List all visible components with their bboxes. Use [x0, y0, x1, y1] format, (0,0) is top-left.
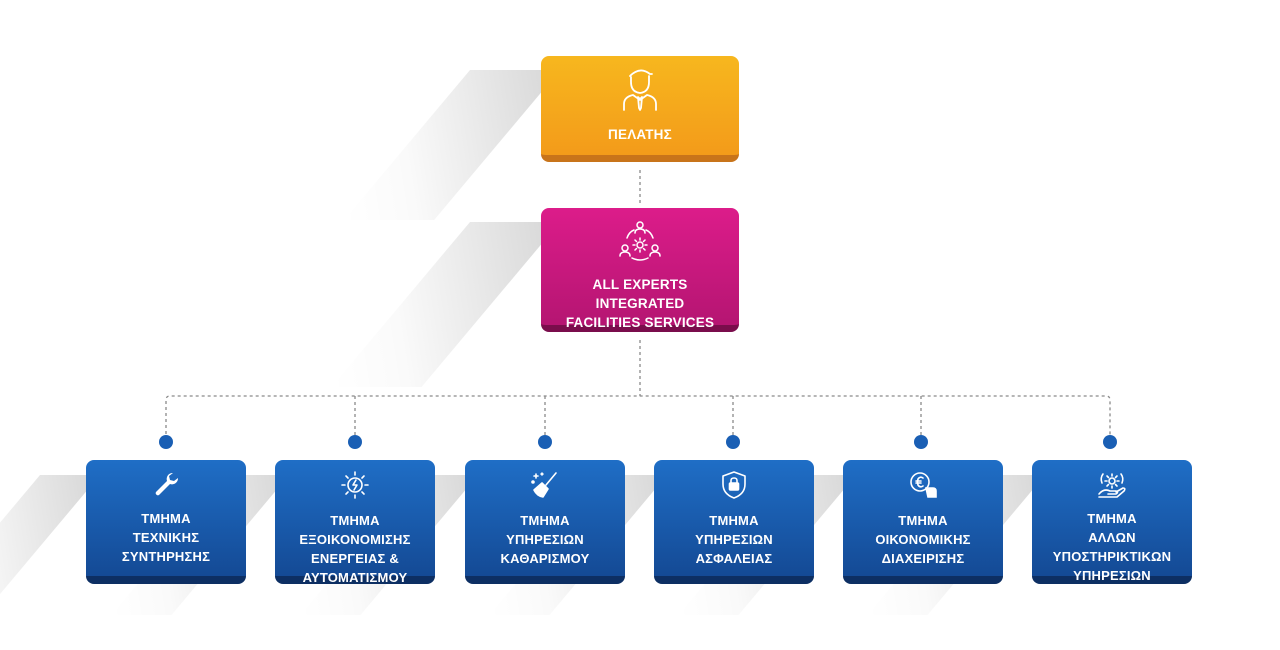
connector-dot [914, 435, 928, 449]
solar-bolt-icon [340, 470, 370, 505]
company-box: ALL EXPERTS INTEGRATED FACILITIES SERVIC… [541, 208, 739, 332]
euro-hand-icon [907, 470, 939, 505]
department-security-services: ΤΜΗΜΑ ΥΠΗΡΕΣΙΩΝ ΑΣΦΑΛΕΙΑΣ [654, 460, 814, 584]
connector-dot [726, 435, 740, 449]
hand-gear-icon [1096, 470, 1128, 503]
client-box: ΠΕΛΑΤΗΣ [541, 56, 739, 162]
department-other-support-services: ΤΜΗΜΑ ΑΛΛΩΝ ΥΠΟΣΤΗΡΙΚΤΙΚΩΝ ΥΠΗΡΕΣΙΩΝ [1032, 460, 1192, 584]
department-bus-connector [165, 395, 1111, 440]
department-technical-maintenance: ΤΜΗΜΑ ΤΕΧΝΙΚΗΣ ΣΥΝΤΗΡΗΣΗΣ [86, 460, 246, 584]
client-label: ΠΕΛΑΤΗΣ [608, 127, 672, 142]
connector-dot [348, 435, 362, 449]
person-tie-icon [618, 64, 662, 117]
connector-dot [1103, 435, 1117, 449]
department-cleaning-services: ΤΜΗΜΑ ΥΠΗΡΕΣΙΩΝ ΚΑΘΑΡΙΣΜΟΥ [465, 460, 625, 584]
shield-lock-icon [720, 470, 748, 505]
wrench-icon [152, 470, 180, 503]
department-energy-saving: ΤΜΗΜΑ ΕΞΟΙΚΟΝΟΜΙΣΗΣ ΕΝΕΡΓΕΙΑΣ & ΑΥΤΟΜΑΤΙ… [275, 460, 435, 585]
connector-dot [159, 435, 173, 449]
team-gear-icon [617, 218, 663, 267]
company-label: ALL EXPERTS INTEGRATED FACILITIES SERVIC… [565, 277, 715, 330]
department-financial-management: ΤΜΗΜΑ ΟΙΚΟΝΟΜΙΚΗΣ ΔΙΑΧΕΙΡΙΣΗΣ [843, 460, 1003, 584]
broom-icon [530, 470, 560, 505]
connector-dot [538, 435, 552, 449]
